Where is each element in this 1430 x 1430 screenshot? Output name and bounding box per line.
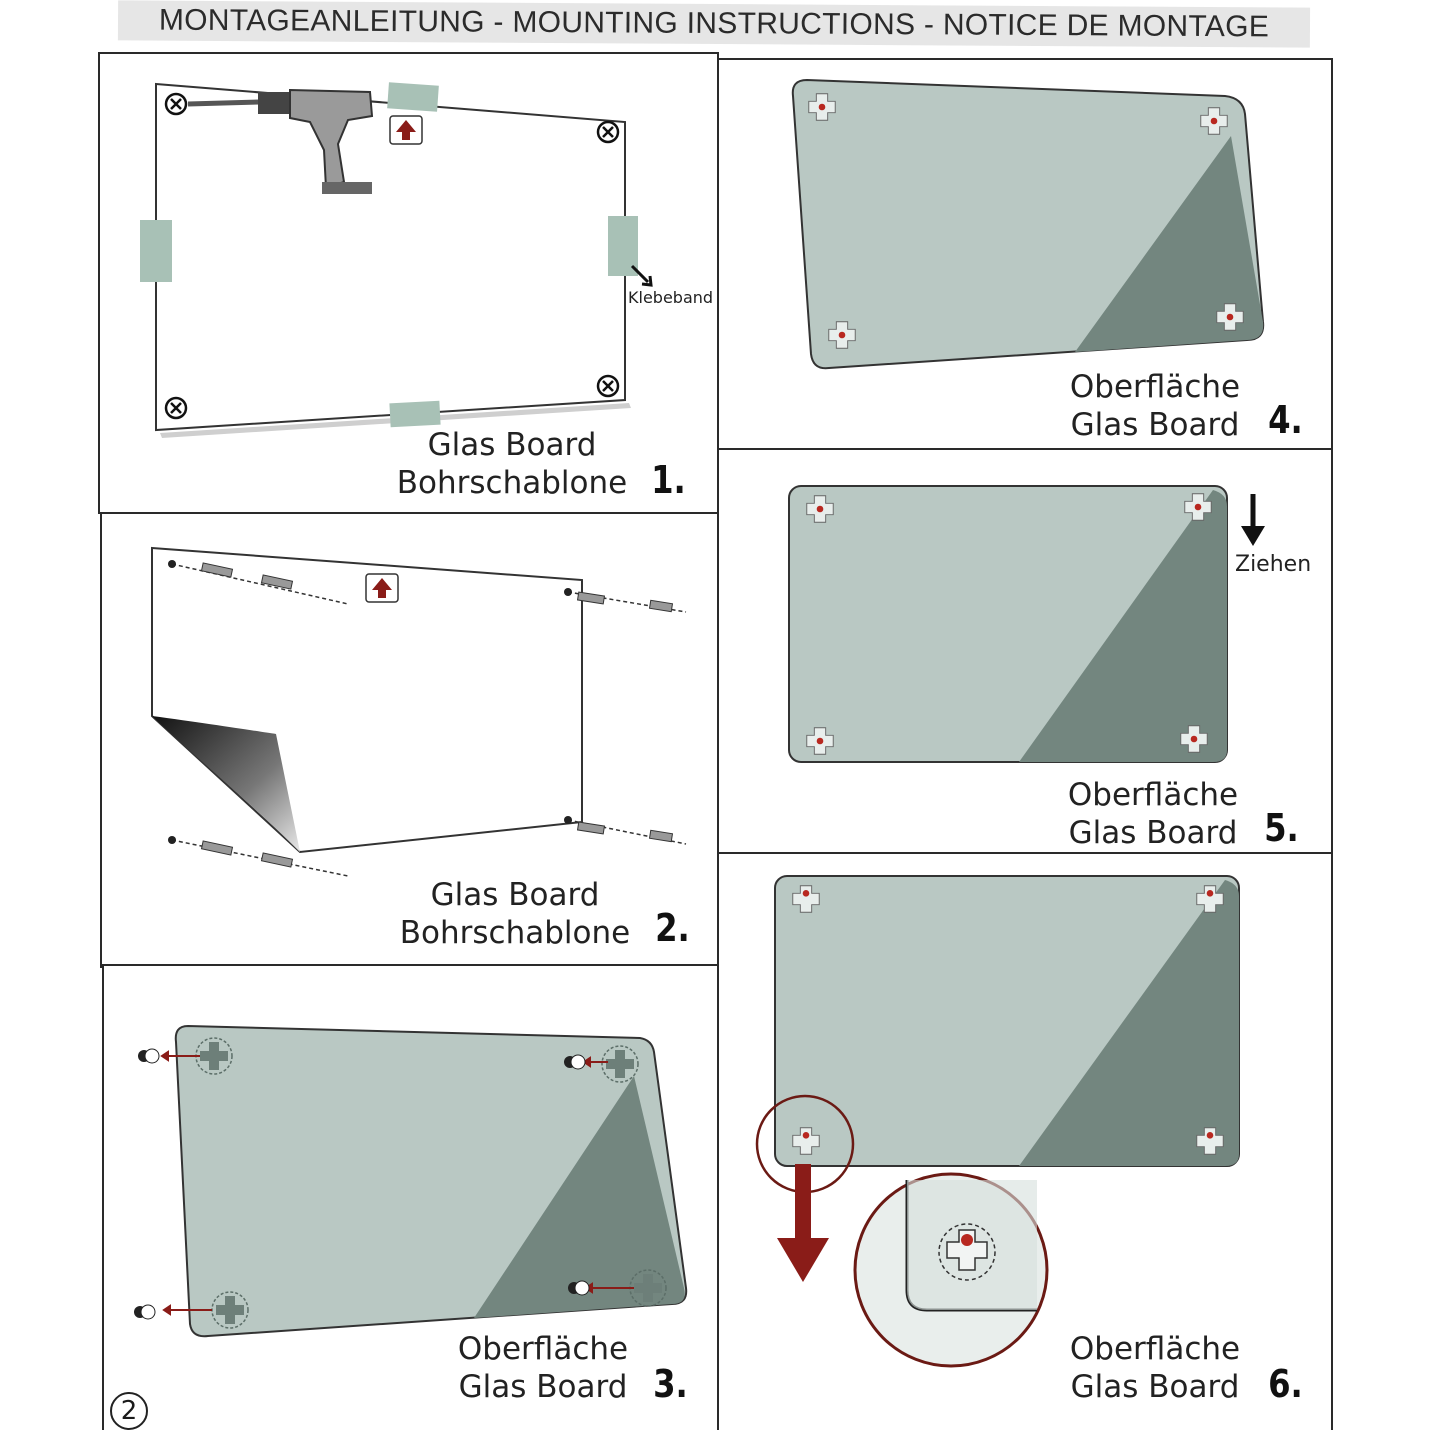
step-2-number: 2. <box>655 906 690 950</box>
glass-board-mounting-illustration <box>134 1024 688 1338</box>
tape-top <box>387 82 439 112</box>
step-5-line-2: Glas Board <box>1068 815 1238 851</box>
tape-bottom <box>389 400 441 428</box>
pull-down-arrow-icon <box>1241 494 1265 546</box>
step-4-line-1: Oberfläche <box>1069 369 1241 405</box>
template-sheet <box>155 82 626 432</box>
step-3-line-2: Glas Board <box>458 1369 628 1405</box>
step-1-panel: Klebeband Glas Board Bohrschablone 1. <box>98 52 719 514</box>
step-3-panel: Oberfläche Glas Board 3. <box>102 964 719 1430</box>
step-4-number: 4. <box>1268 398 1303 442</box>
step-2-line-2: Bohrschablone <box>399 915 631 951</box>
step-4-panel: Oberfläche Glas Board 4. <box>717 58 1333 450</box>
arrow-to-tape-icon <box>630 264 650 284</box>
step-6-line-2: Glas Board <box>1070 1369 1240 1405</box>
peeled-corner <box>152 716 300 852</box>
pull-label: Ziehen <box>1235 552 1312 577</box>
up-arrow-icon <box>389 115 423 145</box>
page-number: 2 <box>110 1392 148 1430</box>
glass-board-attach-illustration <box>791 78 1265 370</box>
page-title: MONTAGEANLEITUNG - MOUNTING INSTRUCTIONS… <box>117 0 1311 48</box>
wall-plug-illustration <box>151 546 687 877</box>
wall-plugs <box>200 562 674 868</box>
step-5-number: 5. <box>1264 806 1299 850</box>
step-1-line-2: Bohrschablone <box>396 465 628 501</box>
up-arrow-icon <box>365 573 399 603</box>
drill-point-bottom-left-icon <box>164 396 188 420</box>
glass-board-locked-illustration <box>755 875 1240 1368</box>
drill-template-illustration <box>140 82 653 438</box>
step-6-number: 6. <box>1268 1362 1303 1406</box>
drill-point-top-left-icon <box>164 92 188 116</box>
step-6-line-1: Oberfläche <box>1069 1331 1241 1367</box>
step-5-panel: Ziehen Oberfläche Glas Board 5. <box>717 448 1333 854</box>
step-4-line-2: Glas Board <box>1070 407 1240 443</box>
step-6-panel: Oberfläche Glas Board 6. <box>717 852 1333 1430</box>
tape-left <box>140 220 172 282</box>
step-5-line-1: Oberfläche <box>1067 777 1239 813</box>
step-3-number: 3. <box>653 1362 688 1406</box>
step-1-line-1: Glas Board <box>427 427 597 463</box>
slide-down-arrow-icon <box>777 1164 829 1282</box>
step-3-line-1: Oberfläche <box>457 1331 629 1367</box>
glass-board-slide-down-illustration <box>788 485 1265 763</box>
step-2-panel: Glas Board Bohrschablone 2. <box>100 512 719 968</box>
drill-point-bottom-right-icon <box>596 374 620 398</box>
drill-icon <box>187 88 374 194</box>
tape-label: Klebeband <box>628 288 714 307</box>
step-1-number: 1. <box>651 458 686 502</box>
screw-caps <box>134 1048 590 1320</box>
drill-point-top-right-icon <box>596 120 620 144</box>
step-2-line-1: Glas Board <box>430 877 600 913</box>
detail-magnifier <box>853 1172 1049 1368</box>
